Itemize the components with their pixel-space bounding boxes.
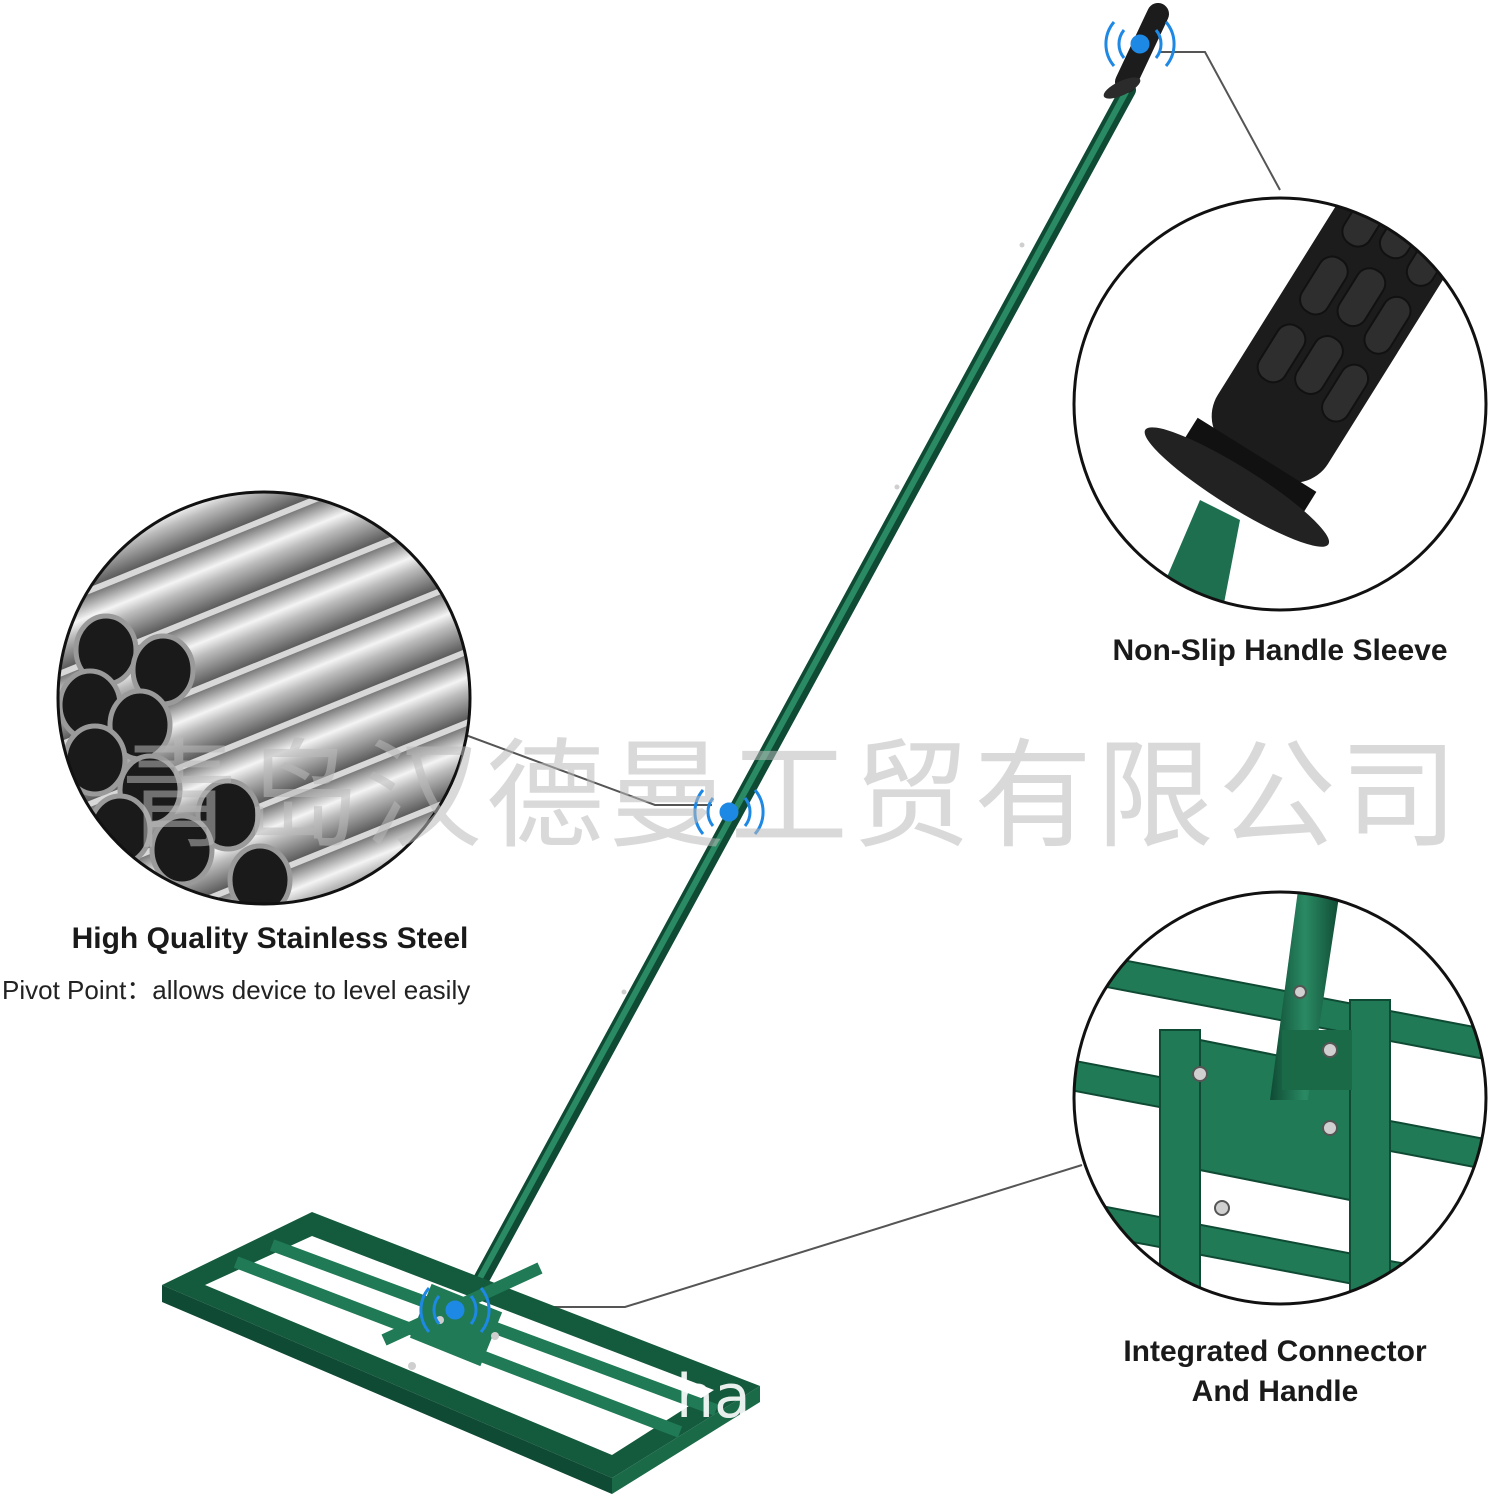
connector-label: Integrated Connector And Handle (1090, 1332, 1460, 1412)
main-pole (462, 82, 1136, 1308)
leveling-frame (162, 1212, 760, 1494)
pivot-label: Pivot Point：allows device to level easil… (2, 975, 471, 1005)
steel-label: High Quality Stainless Steel (71, 922, 469, 955)
stainless-steel-closeup (56, 490, 472, 906)
connector-label-line1: Integrated Connector (1123, 1335, 1427, 1368)
connector-closeup (1072, 890, 1488, 1306)
vibration-ripple-icon (419, 1287, 491, 1333)
sleeve-label: Non-Slip Handle Sleeve (1112, 634, 1448, 667)
watermark-fragment: ha (676, 1362, 751, 1432)
handle-sleeve-closeup (1072, 196, 1488, 612)
company-watermark: 青岛汉德曼工贸有限公司 (120, 727, 1463, 865)
connector-label-line2: And Handle (1191, 1375, 1359, 1408)
vibration-ripple-icon (1104, 21, 1176, 67)
vibration-ripple-icon (693, 789, 765, 835)
